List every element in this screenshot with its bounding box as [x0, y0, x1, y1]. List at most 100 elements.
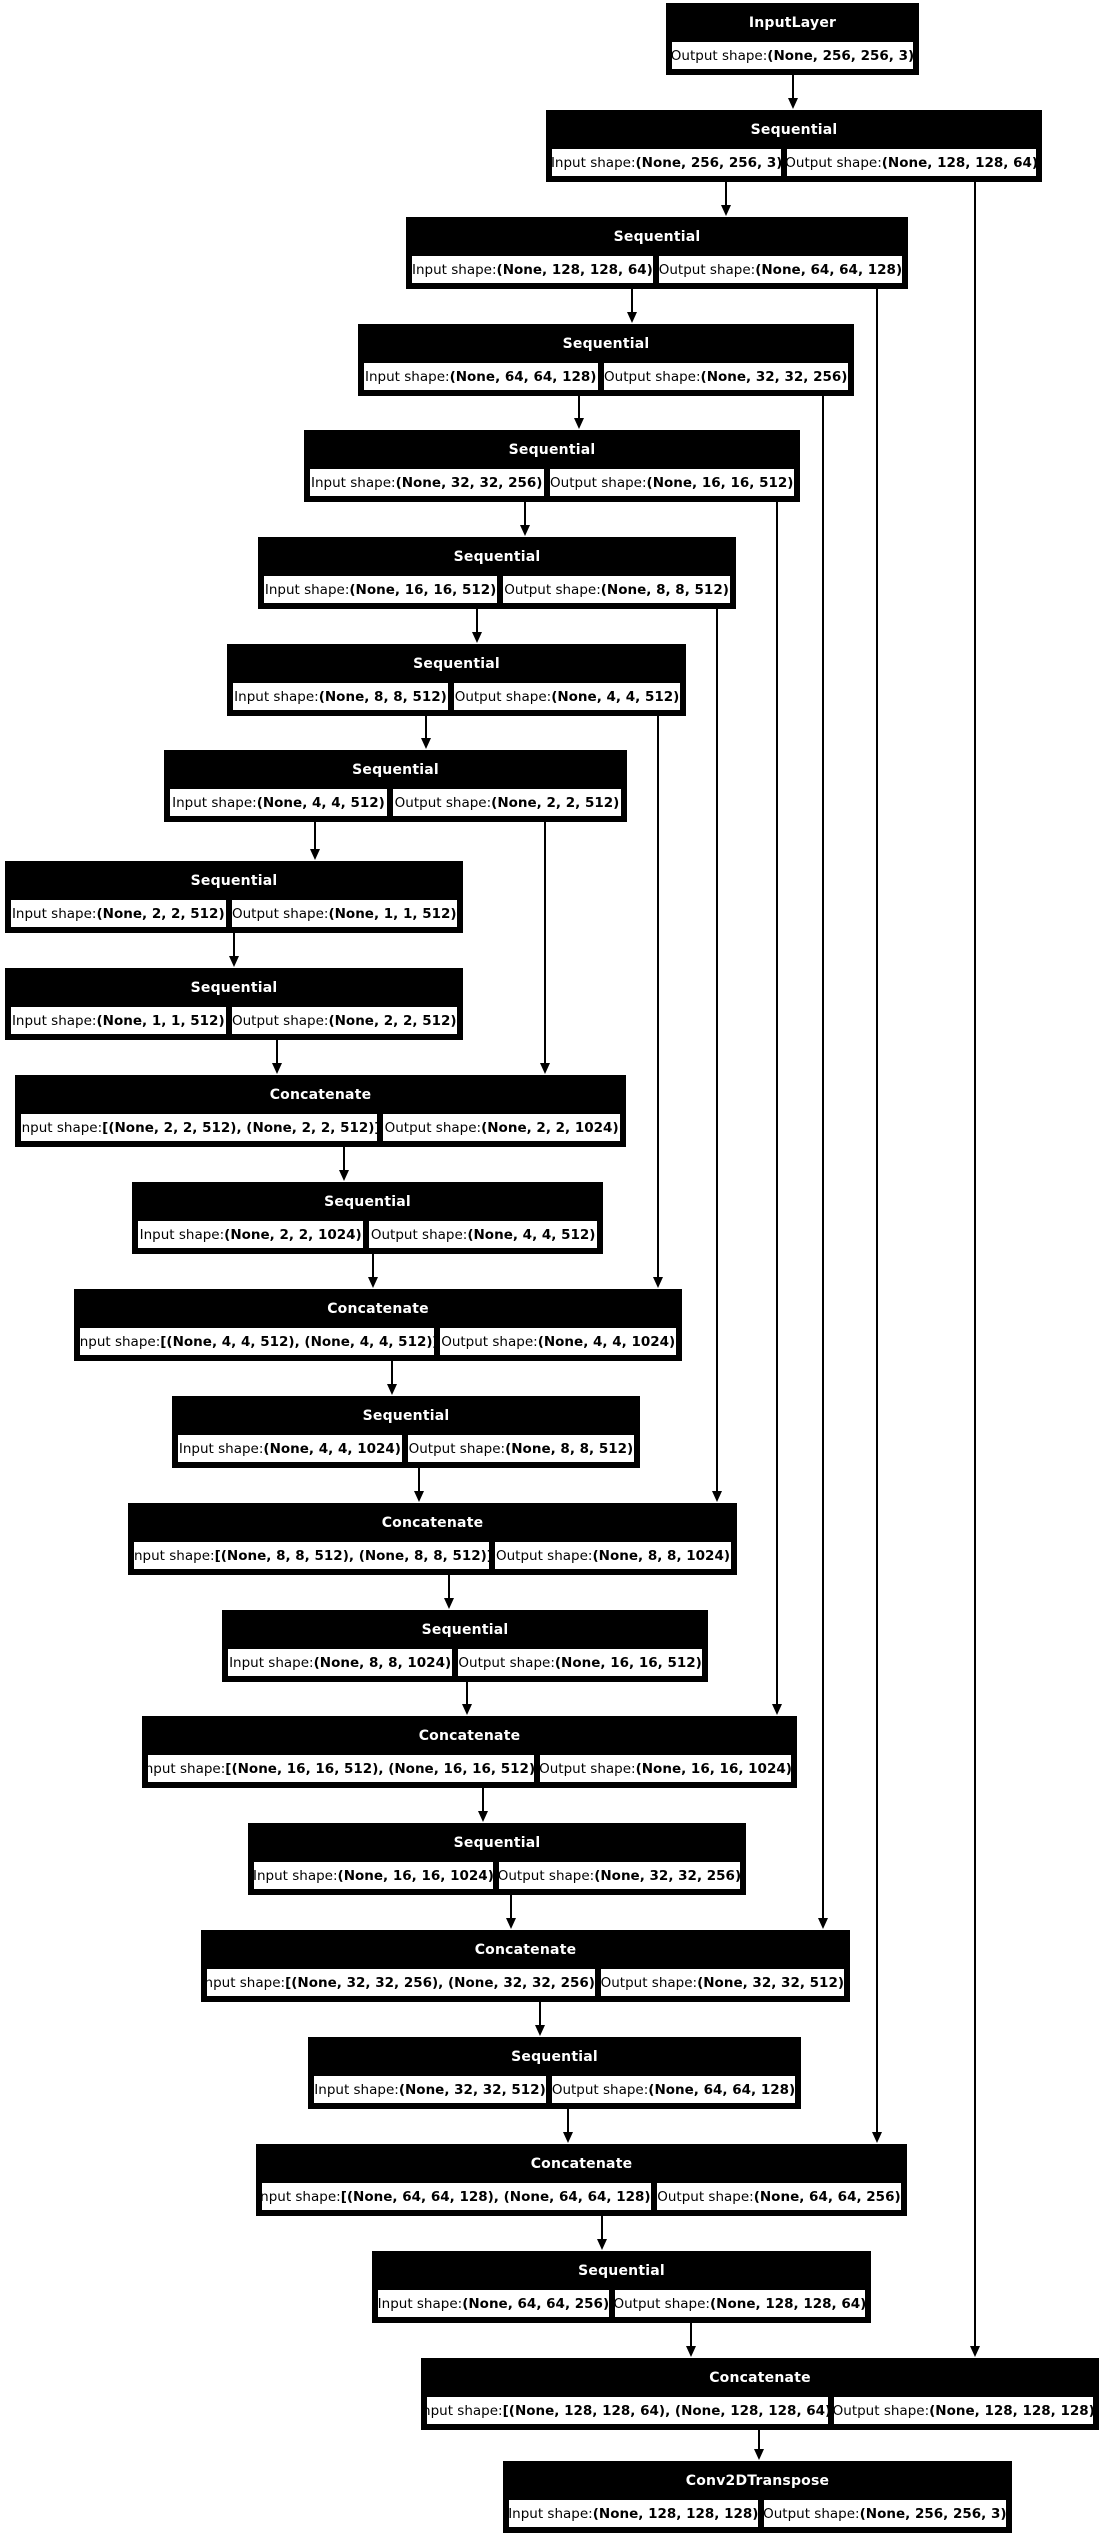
input-shape-cell: Input shape: (None, 128, 128, 128) — [507, 2498, 760, 2529]
shape-label: Input shape: — [253, 1867, 338, 1884]
shape-value: (None, 4, 4, 512) — [467, 1226, 596, 1243]
shape-cells-row: Input shape: [(None, 2, 2, 512), (None, … — [19, 1112, 622, 1143]
edge-arrowhead — [712, 1491, 722, 1502]
shape-label: Output shape: — [370, 1226, 468, 1243]
shape-label: Output shape: — [231, 905, 329, 922]
edge-arrowhead — [472, 632, 482, 643]
shape-cells-row: Output shape: (None, 256, 256, 3) — [670, 40, 915, 71]
edge-arrowhead — [520, 525, 530, 536]
shape-value: (None, 64, 64, 128) — [755, 261, 903, 278]
edge-arrowhead — [506, 1918, 516, 1929]
shape-cells-row: Input shape: (None, 16, 16, 512)Output s… — [262, 574, 732, 605]
shape-label: Output shape: — [670, 47, 768, 64]
output-shape-cell: Output shape: (None, 2, 2, 512) — [390, 787, 623, 818]
shape-value: (None, 4, 4, 1024) — [263, 1440, 401, 1457]
shape-label: Input shape: — [229, 1654, 314, 1671]
shape-cells-row: Input shape: (None, 128, 128, 128)Output… — [507, 2498, 1008, 2529]
layer-title: Sequential — [176, 1400, 636, 1431]
shape-value: (None, 4, 4, 512) — [551, 688, 680, 705]
input-shape-cell: Input shape: [(None, 128, 128, 64), (Non… — [425, 2395, 831, 2426]
input-shape-cell: Input shape: (None, 8, 8, 512) — [231, 681, 451, 712]
shape-value: (None, 1, 1, 512) — [328, 905, 457, 922]
shape-value: (None, 32, 32, 256) — [594, 1867, 742, 1884]
shape-cells-row: Input shape: (None, 32, 32, 512)Output s… — [312, 2074, 797, 2105]
output-shape-cell: Output shape: (None, 32, 32, 512) — [598, 1967, 846, 1998]
shape-value: [(None, 16, 16, 512), (None, 16, 16, 512… — [225, 1760, 537, 1777]
shape-value: (None, 256, 256, 3) — [635, 154, 783, 171]
shape-cells-row: Input shape: [(None, 32, 32, 256), (None… — [205, 1967, 846, 1998]
edge-arrowhead — [478, 1811, 488, 1822]
output-shape-cell: Output shape: (None, 64, 64, 128) — [656, 254, 904, 285]
shape-value: (None, 2, 2, 512) — [96, 905, 225, 922]
shape-value: (None, 8, 8, 512) — [600, 581, 729, 598]
output-shape-cell: Output shape: (None, 2, 2, 512) — [229, 1005, 459, 1036]
layer-title: Sequential — [308, 434, 796, 465]
edge-arrowhead — [788, 98, 798, 109]
shape-label: Output shape: — [458, 1654, 555, 1671]
edge-arrowhead — [653, 1277, 663, 1288]
output-shape-cell: Output shape: (None, 256, 256, 3) — [761, 2498, 1008, 2529]
shape-label: Input shape: — [132, 1547, 215, 1564]
layer-title: Sequential — [9, 972, 459, 1003]
shape-value: (None, 4, 4, 512) — [256, 794, 385, 811]
output-shape-cell: Output shape: (None, 4, 4, 512) — [452, 681, 682, 712]
shape-cells-row: Input shape: (None, 16, 16, 1024)Output … — [252, 1860, 742, 1891]
shape-cells-row: Input shape: (None, 2, 2, 1024)Output sh… — [136, 1219, 599, 1250]
input-shape-cell: Input shape: [(None, 2, 2, 512), (None, … — [19, 1112, 380, 1143]
shape-value: (None, 256, 256, 3) — [767, 47, 915, 64]
shape-label: Output shape: — [496, 1547, 593, 1564]
shape-value: (None, 32, 32, 256) — [395, 474, 543, 491]
shape-label: Output shape: — [231, 1012, 329, 1029]
layer-title: Sequential — [168, 754, 623, 785]
shape-label: Input shape: — [264, 581, 350, 598]
shape-value: (None, 128, 128, 128) — [929, 2402, 1095, 2419]
shape-cells-row: Input shape: (None, 64, 64, 128)Output s… — [362, 361, 850, 392]
edge-arrowhead — [754, 2449, 764, 2460]
layer-title: Sequential — [312, 2041, 797, 2072]
edge-arrowhead — [627, 312, 637, 323]
edge-arrowhead — [818, 1918, 828, 1929]
shape-label: Output shape: — [497, 1867, 595, 1884]
output-shape-cell: Output shape: (None, 8, 8, 512) — [405, 1433, 636, 1464]
output-shape-cell: Output shape: (None, 16, 16, 512) — [456, 1647, 704, 1678]
shape-label: Input shape: — [172, 794, 257, 811]
layer-title: Sequential — [9, 865, 459, 896]
shape-label: Input shape: — [508, 2505, 593, 2522]
shape-label: Input shape: — [425, 2402, 503, 2419]
shape-cells-row: Input shape: [(None, 16, 16, 512), (None… — [146, 1753, 793, 1784]
output-shape-cell: Output shape: (None, 128, 128, 64) — [612, 2288, 867, 2319]
input-shape-cell: Input shape: [(None, 32, 32, 256), (None… — [205, 1967, 597, 1998]
shape-value: (None, 16, 16, 512) — [646, 474, 794, 491]
layer-title: Concatenate — [425, 2362, 1095, 2393]
shape-value: (None, 1, 1, 512) — [96, 1012, 225, 1029]
input-shape-cell: Input shape: [(None, 64, 64, 128), (None… — [260, 2181, 653, 2212]
shape-label: Input shape: — [550, 154, 636, 171]
shape-label: Output shape: — [551, 2081, 649, 2098]
shape-label: Output shape: — [441, 1333, 538, 1350]
shape-label: Input shape: — [411, 261, 497, 278]
shape-value: (None, 8, 8, 512) — [318, 688, 447, 705]
layer-title: Sequential — [136, 1186, 599, 1217]
input-shape-cell: Input shape: (None, 16, 16, 1024) — [252, 1860, 495, 1891]
shape-cells-row: Input shape: (None, 8, 8, 512)Output sha… — [231, 681, 682, 712]
layer-title: Concatenate — [146, 1720, 793, 1751]
shape-value: (None, 8, 8, 1024) — [592, 1547, 731, 1564]
input-shape-cell: Input shape: [(None, 4, 4, 512), (None, … — [78, 1326, 437, 1357]
output-shape-cell: Output shape: (None, 4, 4, 1024) — [438, 1326, 678, 1357]
shape-label: Input shape: — [19, 1119, 103, 1136]
shape-label: Input shape: — [314, 2081, 399, 2098]
input-shape-cell: Input shape: (None, 4, 4, 1024) — [176, 1433, 404, 1464]
output-shape-cell: Output shape: (None, 128, 128, 64) — [785, 147, 1038, 178]
shape-cells-row: Input shape: [(None, 4, 4, 512), (None, … — [78, 1326, 678, 1357]
edge-arrowhead — [339, 1170, 349, 1181]
